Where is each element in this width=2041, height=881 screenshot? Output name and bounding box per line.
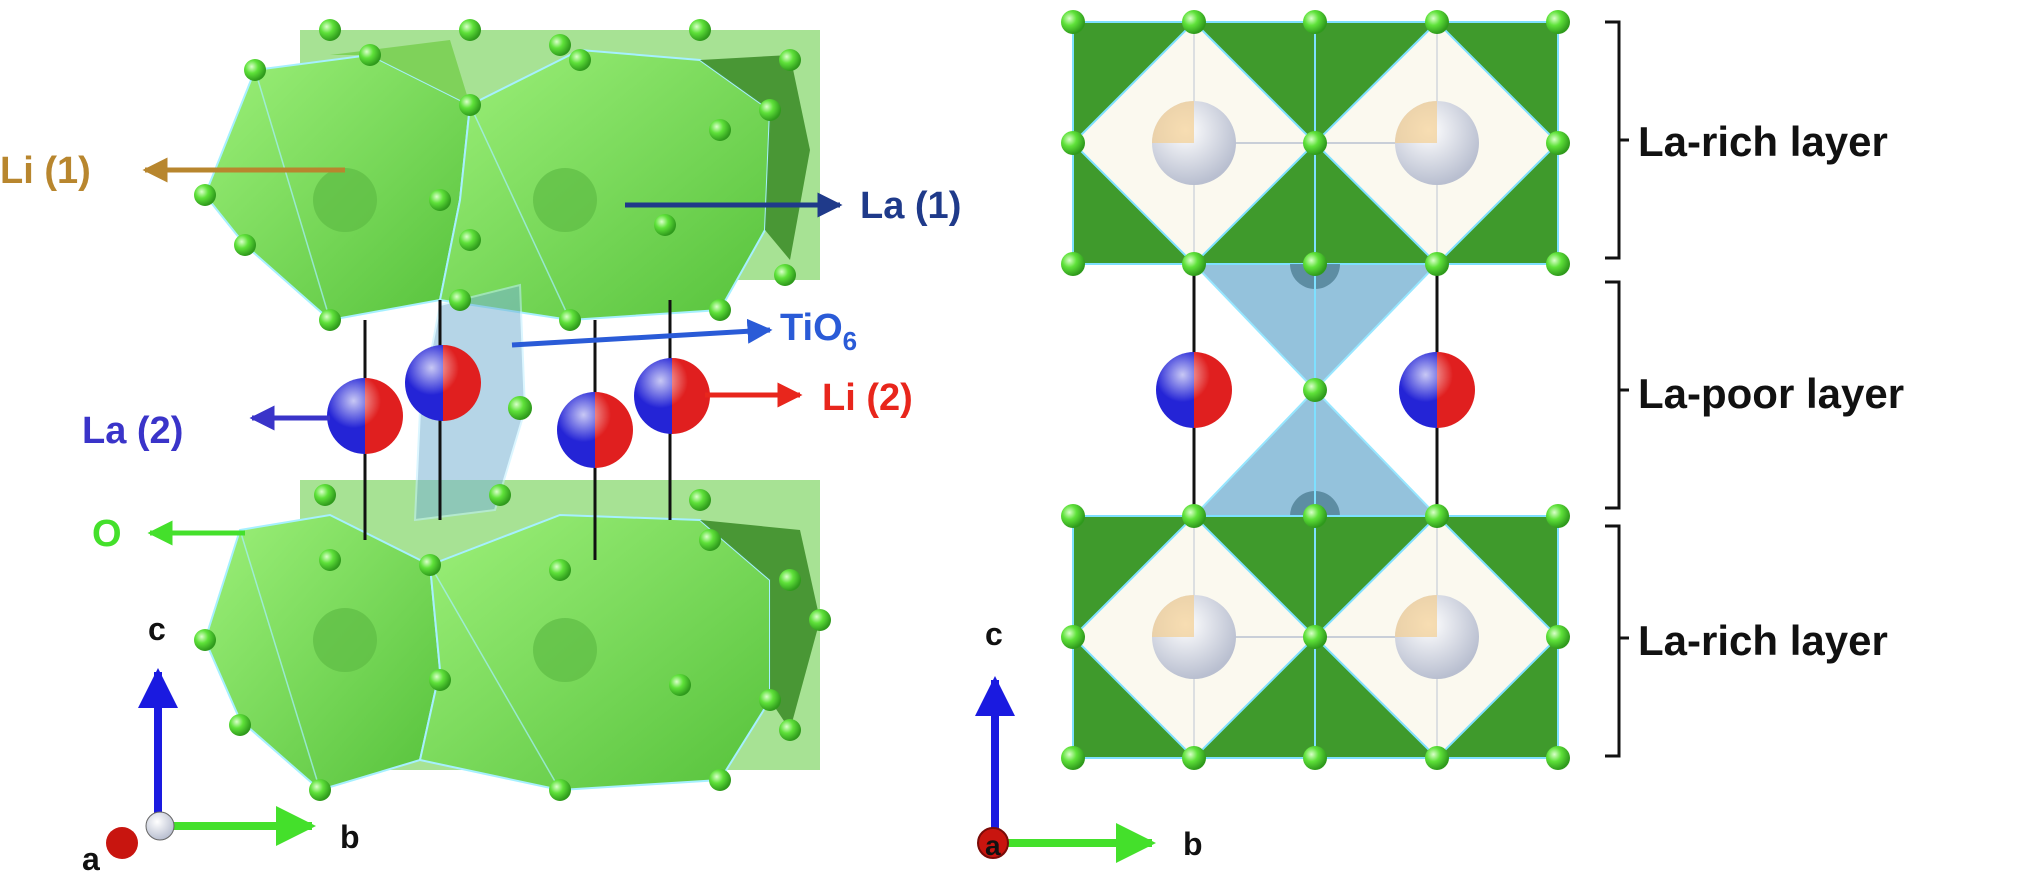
layer-label-la-rich-bottom: La-rich layer — [1638, 617, 1888, 664]
tio6-subscript: 6 — [843, 326, 857, 356]
layer-brackets — [1605, 20, 1629, 758]
la1-label-group: La (1) — [625, 185, 961, 227]
la1-label: La (1) — [860, 185, 961, 227]
axis-c-label-right: c — [985, 616, 1003, 652]
axis-a-label-left: a — [82, 841, 100, 877]
la2-label-group: La (2) — [82, 405, 330, 452]
o-label: O — [92, 513, 122, 555]
tio6-label-group: TiO6 — [511, 307, 857, 356]
la-li-spheres-left — [327, 345, 710, 468]
layer-label-la-poor: La-poor layer — [1638, 370, 1904, 417]
oxygen-atoms-right — [1061, 10, 1570, 770]
axis-triad-left: c a b — [82, 611, 360, 877]
top-octahedra-block — [203, 40, 810, 322]
la1-site-sphere — [533, 168, 597, 232]
axis-origin-left — [145, 811, 175, 841]
la-poor-layer — [1156, 263, 1475, 517]
axis-a-sphere-right — [977, 827, 1009, 859]
li1-site-sphere — [313, 168, 377, 232]
layer-label-la-rich-top: La-rich layer — [1638, 118, 1888, 165]
axis-triad-right: c a b — [975, 616, 1203, 863]
tio6-label: TiO — [780, 307, 843, 349]
axis-b-label-left: b — [340, 819, 360, 855]
o-label-group: O — [92, 513, 245, 555]
svg-text:TiO6: TiO6 — [780, 307, 857, 356]
li2-label: Li (2) — [822, 377, 913, 419]
oxygen-atoms-left — [194, 19, 831, 801]
la2-label: La (2) — [82, 410, 183, 452]
axis-c-label-left: c — [148, 611, 166, 647]
right-projection-view: La-rich layer La-poor layer La-rich laye… — [975, 10, 1904, 863]
li1-label: Li (1) — [0, 150, 91, 192]
axis-a-sphere-left — [106, 827, 138, 859]
li1-label-group: Li (1) — [0, 150, 345, 192]
li2-label-group: Li (2) — [705, 377, 913, 419]
ti-centre-left — [508, 396, 532, 420]
axis-a-label-right: a — [985, 830, 1001, 861]
left-perspective-view: Li (1) La (1) TiO6 La (2) Li (2) O — [0, 19, 961, 877]
axis-b-label-right: b — [1183, 826, 1203, 862]
bottom-octahedra-block — [203, 513, 820, 792]
